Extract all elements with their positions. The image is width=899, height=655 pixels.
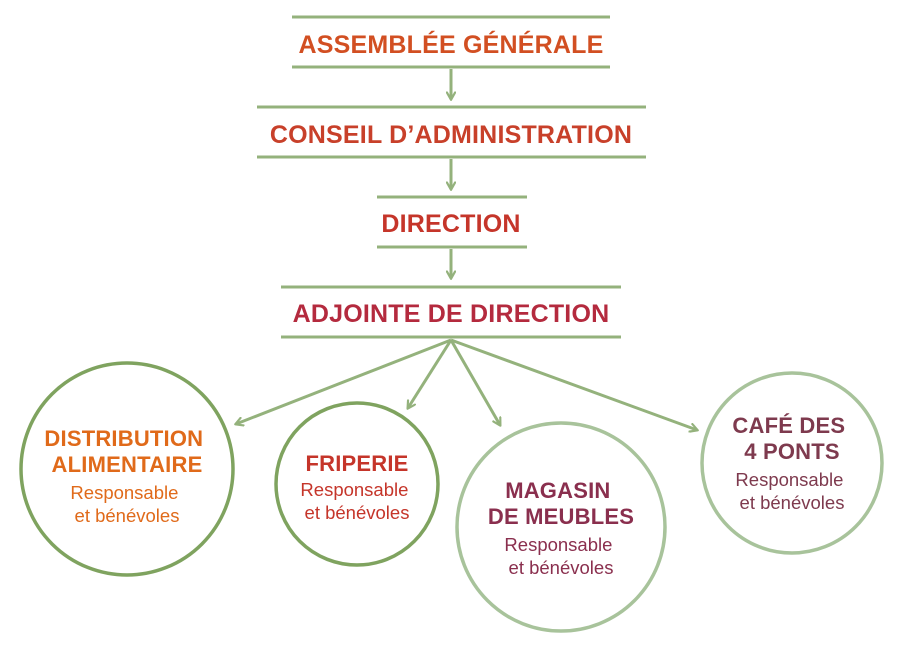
connector-arrow-cafe <box>450 338 697 430</box>
unit-title-line: MAGASIN <box>505 478 610 503</box>
unit-title-line: DE MEUBLES <box>488 504 634 529</box>
unit-title: CAFÉ DES 4 PONTS <box>732 413 851 464</box>
unit-title: MAGASIN DE MEUBLES <box>488 478 634 529</box>
connector-arrow-friperie <box>408 339 453 408</box>
unit-title: FRIPERIE <box>305 451 408 476</box>
unit-distribution-alimentaire: DISTRIBUTION ALIMENTAIRE Responsable et … <box>19 361 235 577</box>
unit-subtitle-line: et bénévoles <box>740 492 845 513</box>
unit-title-line: 4 PONTS <box>744 439 840 464</box>
unit-title-line: ALIMENTAIRE <box>52 452 203 477</box>
node-conseil-administration: CONSEIL D’ADMINISTRATION <box>257 105 646 159</box>
connector-arrow-distribution <box>236 338 452 424</box>
unit-subtitle: Responsable et bénévoles <box>504 534 617 578</box>
unit-subtitle-line: et bénévoles <box>75 505 180 526</box>
unit-title-line: CAFÉ DES <box>732 413 845 438</box>
unit-subtitle: Responsable et bénévoles <box>300 479 413 523</box>
unit-subtitle-line: et bénévoles <box>509 557 614 578</box>
unit-subtitle-line: Responsable <box>300 479 408 500</box>
unit-circle <box>19 361 235 577</box>
unit-circle <box>700 371 884 555</box>
unit-circle <box>455 421 667 633</box>
unit-subtitle: Responsable et bénévoles <box>735 469 848 513</box>
node-label: ADJOINTE DE DIRECTION <box>293 300 610 328</box>
unit-subtitle-line: et bénévoles <box>305 502 410 523</box>
node-direction: DIRECTION <box>377 195 527 249</box>
connector-arrow-magasin <box>449 339 500 425</box>
unit-subtitle: Responsable et bénévoles <box>70 482 183 526</box>
node-label: ASSEMBLÉE GÉNÉRALE <box>298 30 603 59</box>
unit-subtitle-line: Responsable <box>735 469 843 490</box>
unit-title: DISTRIBUTION ALIMENTAIRE <box>44 426 209 477</box>
unit-title-line: DISTRIBUTION <box>44 426 203 451</box>
node-label: DIRECTION <box>381 210 520 238</box>
unit-cafe-des-4-ponts: CAFÉ DES 4 PONTS Responsable et bénévole… <box>700 371 884 555</box>
unit-friperie: FRIPERIE Responsable et bénévoles <box>274 401 440 567</box>
node-label: CONSEIL D’ADMINISTRATION <box>270 121 632 149</box>
unit-magasin-de-meubles: MAGASIN DE MEUBLES Responsable et bénévo… <box>455 421 667 633</box>
unit-subtitle-line: Responsable <box>70 482 178 503</box>
node-assemblee-generale: ASSEMBLÉE GÉNÉRALE <box>292 15 610 69</box>
node-adjointe-direction: ADJOINTE DE DIRECTION <box>281 285 621 339</box>
unit-circle <box>274 401 440 567</box>
unit-subtitle-line: Responsable <box>504 534 612 555</box>
